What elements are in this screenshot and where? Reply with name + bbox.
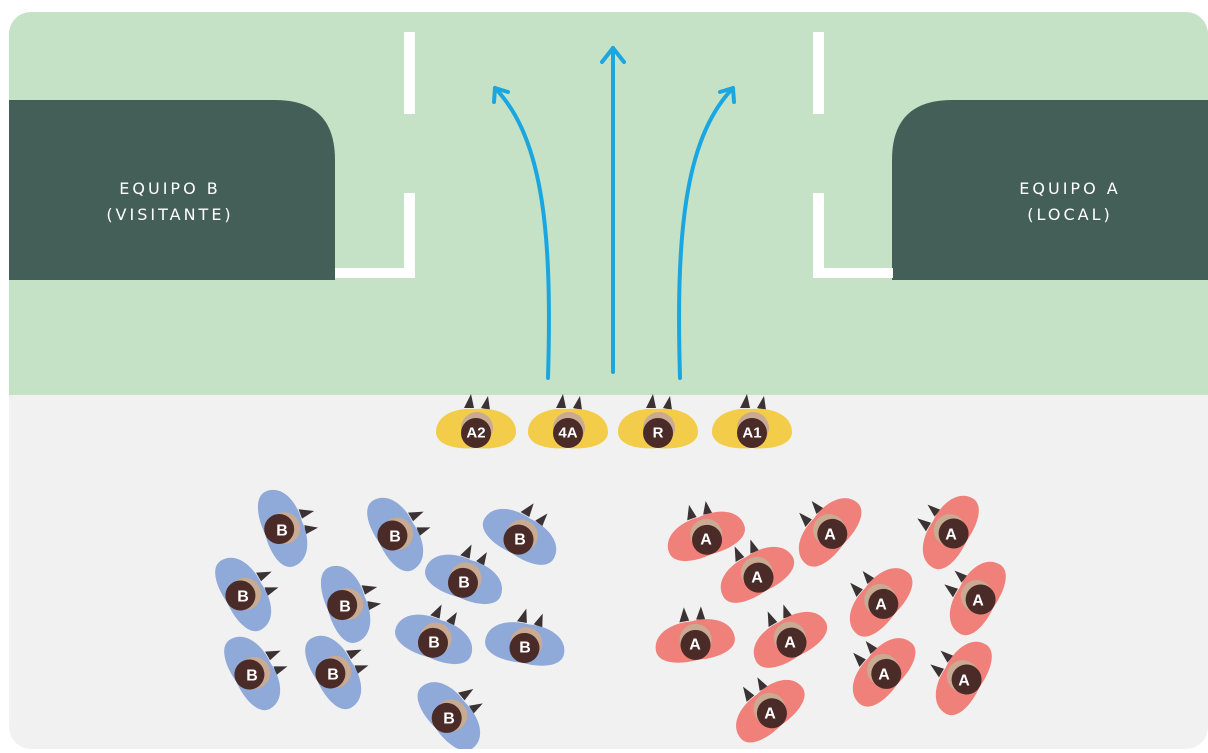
player-label: A <box>878 667 890 684</box>
player-team-b: B <box>305 635 369 710</box>
player-label: A <box>972 593 984 610</box>
player-team-b: B <box>425 544 503 605</box>
dugout-team-b-line1: EQUIPO B <box>119 179 221 198</box>
player-team-b: B <box>485 608 565 666</box>
player-team-b: B <box>417 682 483 749</box>
player-label: B <box>519 640 531 657</box>
field-line <box>813 268 893 278</box>
field-line <box>404 193 415 278</box>
player-team-b: B <box>320 565 382 643</box>
player-label: B <box>514 532 526 549</box>
player-label: A <box>689 637 701 654</box>
player-label: A <box>700 532 712 549</box>
arrow-right <box>677 86 735 380</box>
dugout-team-a-line2: (LOCAL) <box>1027 205 1113 224</box>
player-team-b: B <box>482 503 557 565</box>
player-team-a: A <box>917 495 979 570</box>
player-label: R <box>653 425 664 442</box>
player-team-b: B <box>257 489 319 567</box>
player-label: B <box>276 523 288 540</box>
dugout-team-b-line2: (VISITANTE) <box>106 205 234 224</box>
dugout-label-team-b: EQUIPO B (VISITANTE) <box>60 176 280 228</box>
field-line <box>335 268 415 278</box>
player-label: A <box>751 570 763 587</box>
player-team-a: A <box>753 604 828 668</box>
player-label: B <box>389 529 401 546</box>
player-label: A <box>875 597 887 614</box>
player-label: A <box>784 635 796 652</box>
people-layer: A2 4A R A1B B B B B B B B B B B A A A A A A A A A A A <box>215 394 1006 749</box>
dugout-label-team-a: EQUIPO A (LOCAL) <box>960 176 1180 228</box>
player-label: 4A <box>558 425 577 442</box>
field-line <box>813 32 824 114</box>
official-a1: A1 <box>712 394 792 449</box>
player-team-b: B <box>215 557 279 632</box>
player-team-b: B <box>367 497 431 572</box>
official-r: R <box>618 394 698 449</box>
player-label: A <box>958 673 970 690</box>
player-team-a: A <box>667 500 745 562</box>
player-label: A2 <box>466 425 485 442</box>
player-team-b: B <box>224 636 288 711</box>
arrow-center-head <box>600 46 626 64</box>
player-team-a: A <box>655 606 735 663</box>
player-team-a: A <box>852 638 916 707</box>
dugout-team-a-line1: EQUIPO A <box>1019 179 1121 198</box>
player-label: B <box>237 589 249 606</box>
field-line <box>404 32 415 114</box>
player-team-a: A <box>930 641 992 716</box>
player-team-a: A <box>720 539 795 603</box>
arrow-left <box>493 86 551 380</box>
dugout-team-b <box>9 100 335 280</box>
player-team-a: A <box>944 561 1006 636</box>
player-team-b: B <box>395 604 473 665</box>
field-line <box>813 193 824 278</box>
player-label: A <box>764 706 776 723</box>
player-label: A1 <box>742 425 761 442</box>
player-label: B <box>428 635 440 652</box>
arrow-right-head <box>718 86 736 104</box>
player-label: B <box>443 711 455 728</box>
player-label: B <box>327 667 339 684</box>
player-team-a: A <box>736 677 805 743</box>
arrow-left-head <box>492 86 510 104</box>
player-label: A <box>945 527 957 544</box>
player-label: B <box>246 668 258 685</box>
official-a2: A2 <box>436 394 516 449</box>
player-label: B <box>458 575 470 592</box>
player-team-a: A <box>798 498 862 567</box>
player-label: B <box>339 599 351 616</box>
dugout-team-a <box>892 100 1208 280</box>
player-label: A <box>824 527 836 544</box>
player-team-a: A <box>849 568 913 637</box>
official-4a: 4A <box>528 394 608 449</box>
